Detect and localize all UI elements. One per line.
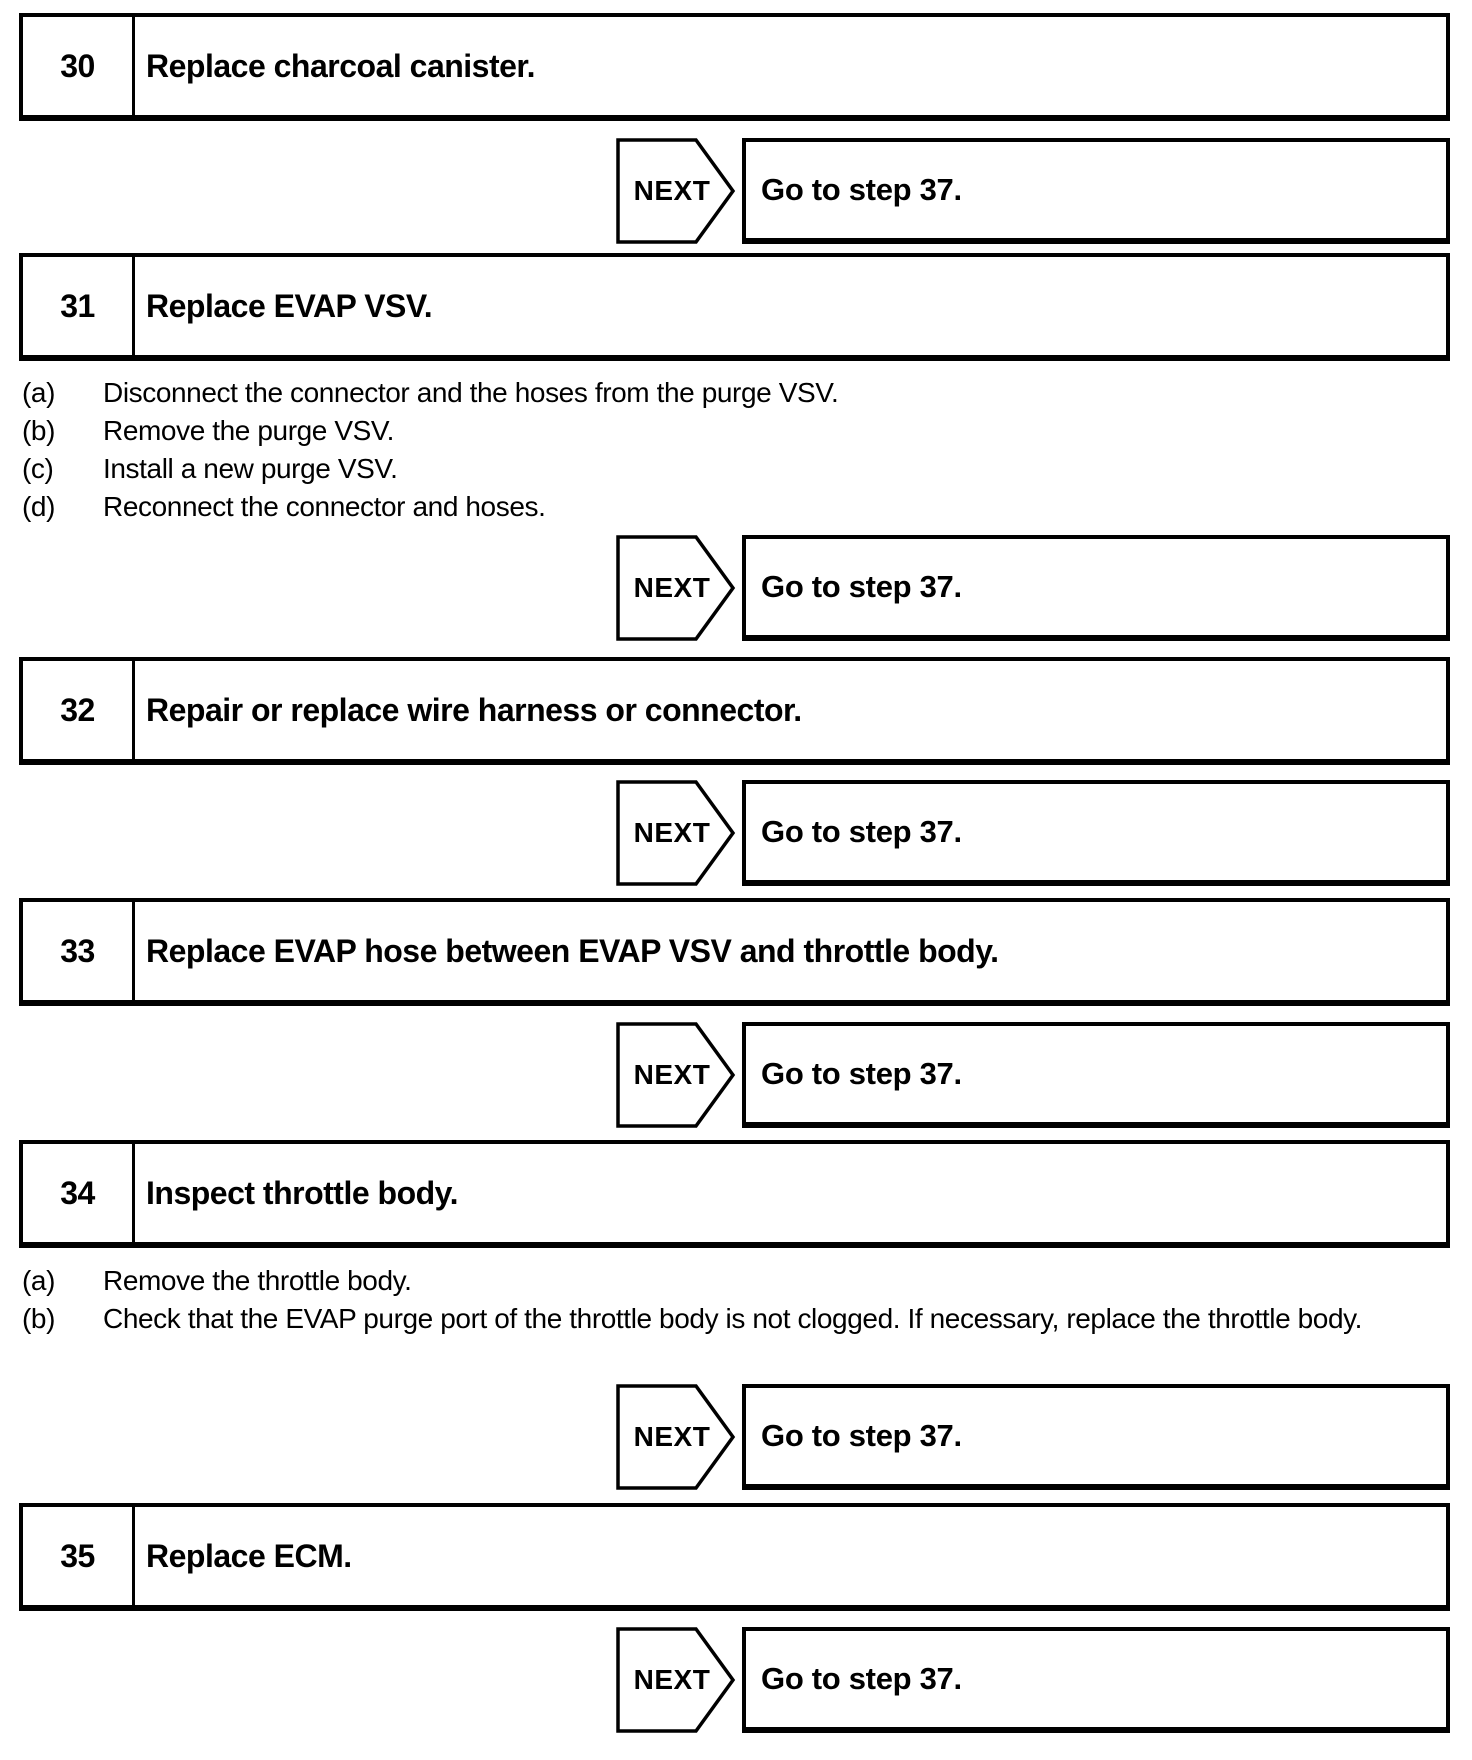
next-arrow-label: NEXT	[633, 1664, 711, 1695]
step-title-cell: Replace EVAP VSV.	[135, 257, 1446, 355]
next-row: NEXT Go to step 37.	[0, 535, 1472, 641]
next-arrow-icon	[616, 138, 736, 244]
step-title: Replace EVAP hose between EVAP VSV and t…	[146, 932, 999, 969]
next-row: NEXT Go to step 37.	[0, 1627, 1472, 1733]
substep-text: Check that the EVAP purge port of the th…	[103, 1303, 1363, 1334]
goto-step-text: Go to step 37.	[761, 172, 962, 207]
step-title-cell: Replace ECM.	[135, 1507, 1446, 1605]
next-arrow-icon	[616, 780, 736, 886]
next-arrow: NEXT	[616, 780, 736, 886]
goto-step-text: Go to step 37.	[761, 1056, 962, 1091]
step-title: Replace EVAP VSV.	[146, 287, 433, 324]
goto-step-box: Go to step 37.	[742, 780, 1450, 886]
goto-step-box: Go to step 37.	[742, 1022, 1450, 1128]
substep-text: Remove the throttle body.	[103, 1265, 412, 1296]
next-arrow-label: NEXT	[633, 572, 711, 603]
step-title: Replace ECM.	[146, 1537, 352, 1574]
step-number-cell: 33	[23, 902, 135, 1000]
next-arrow-icon	[616, 1627, 736, 1733]
substep-item: (a) Disconnect the connector and the hose…	[22, 374, 1450, 412]
step-number-cell: 31	[23, 257, 135, 355]
next-row: NEXT Go to step 37.	[0, 1384, 1472, 1490]
step-number: 30	[60, 47, 95, 84]
next-arrow-label: NEXT	[633, 1421, 711, 1452]
next-arrow: NEXT	[616, 1384, 736, 1490]
step-number: 31	[60, 287, 95, 324]
substep-text: Install a new purge VSV.	[103, 453, 398, 484]
next-row: NEXT Go to step 37.	[0, 138, 1472, 244]
step-number: 32	[60, 691, 95, 728]
substep-text: Reconnect the connector and hoses.	[103, 491, 546, 522]
step-title-cell: Inspect throttle body.	[135, 1144, 1446, 1242]
substep-item: (b) Remove the purge VSV.	[22, 412, 1450, 450]
step-number-cell: 32	[23, 661, 135, 759]
substep-label: (c)	[22, 453, 54, 484]
step-box-32: 32 Repair or replace wire harness or conn…	[19, 657, 1450, 765]
substep-label: (a)	[22, 1265, 56, 1296]
step-number-cell: 34	[23, 1144, 135, 1242]
next-row: NEXT Go to step 37.	[0, 1022, 1472, 1128]
goto-step-box: Go to step 37.	[742, 1384, 1450, 1490]
substep-label: (b)	[22, 415, 56, 446]
substep-text: Remove the purge VSV.	[103, 415, 394, 446]
step-title: Inspect throttle body.	[146, 1174, 458, 1211]
next-arrow-icon	[616, 1384, 736, 1490]
step-title-cell: Replace charcoal canister.	[135, 17, 1446, 115]
step-box-35: 35 Replace ECM.	[19, 1503, 1450, 1611]
step-number: 33	[60, 932, 95, 969]
substep-list: (a) Remove the throttle body. (b) Check tha…	[22, 1262, 1450, 1338]
goto-step-box: Go to step 37.	[742, 138, 1450, 244]
next-arrow-icon	[616, 535, 736, 641]
goto-step-text: Go to step 37.	[761, 1661, 962, 1696]
substep-label: (d)	[22, 491, 56, 522]
next-arrow-label: NEXT	[633, 1059, 711, 1090]
next-arrow: NEXT	[616, 1022, 736, 1128]
step-title-cell: Replace EVAP hose between EVAP VSV and t…	[135, 902, 1446, 1000]
next-arrow-label: NEXT	[633, 817, 711, 848]
goto-step-box: Go to step 37.	[742, 1627, 1450, 1733]
step-title: Repair or replace wire harness or connec…	[146, 691, 802, 728]
next-arrow: NEXT	[616, 1627, 736, 1733]
next-arrow: NEXT	[616, 138, 736, 244]
goto-step-text: Go to step 37.	[761, 814, 962, 849]
substep-item: (a) Remove the throttle body.	[22, 1262, 1450, 1300]
goto-step-box: Go to step 37.	[742, 535, 1450, 641]
next-row: NEXT Go to step 37.	[0, 780, 1472, 886]
step-number: 34	[60, 1174, 95, 1211]
step-box-30: 30 Replace charcoal canister.	[19, 13, 1450, 121]
next-arrow-label: NEXT	[633, 175, 711, 206]
step-title: Replace charcoal canister.	[146, 47, 536, 84]
step-box-33: 33 Replace EVAP hose between EVAP VSV and…	[19, 898, 1450, 1006]
substep-text: Disconnect the connector and the hoses f…	[103, 377, 839, 408]
substep-list: (a) Disconnect the connector and the hose…	[22, 374, 1450, 526]
goto-step-text: Go to step 37.	[761, 1418, 962, 1453]
next-arrow-icon	[616, 1022, 736, 1128]
step-title-cell: Repair or replace wire harness or connec…	[135, 661, 1446, 759]
step-number: 35	[60, 1537, 95, 1574]
step-box-31: 31 Replace EVAP VSV.	[19, 253, 1450, 361]
substep-item: (d) Reconnect the connector and hoses.	[22, 488, 1450, 526]
substep-label: (a)	[22, 377, 56, 408]
step-number-cell: 35	[23, 1507, 135, 1605]
substep-item: (b) Check that the EVAP purge port of the…	[22, 1300, 1450, 1338]
substep-item: (c) Install a new purge VSV.	[22, 450, 1450, 488]
goto-step-text: Go to step 37.	[761, 569, 962, 604]
next-arrow: NEXT	[616, 535, 736, 641]
substep-label: (b)	[22, 1303, 56, 1334]
step-box-34: 34 Inspect throttle body.	[19, 1140, 1450, 1248]
step-number-cell: 30	[23, 17, 135, 115]
